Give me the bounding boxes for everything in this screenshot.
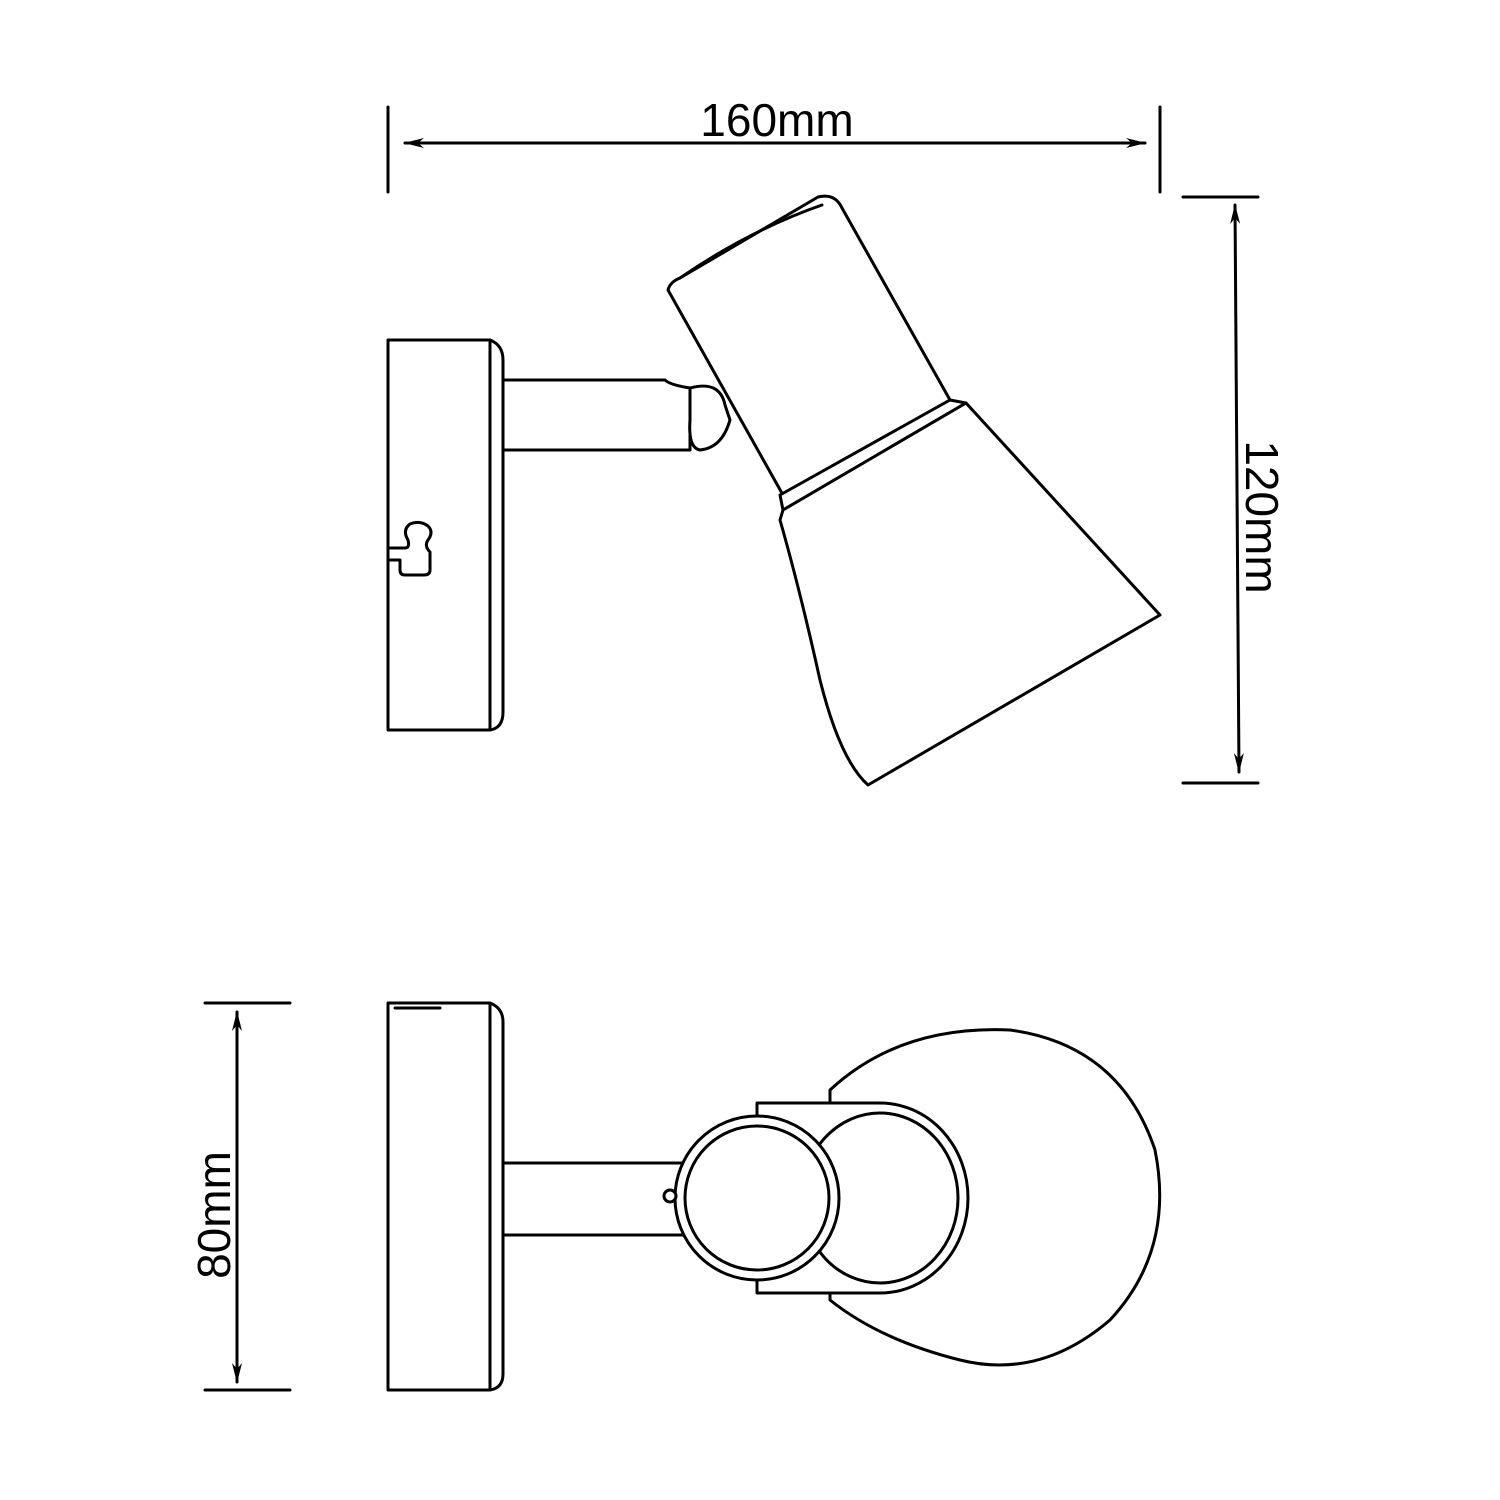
height-dimension: 120mm	[1181, 195, 1288, 785]
width-label: 160mm	[700, 94, 853, 146]
height-label: 120mm	[1236, 440, 1288, 593]
joint	[688, 384, 732, 452]
wall-plate-top	[386, 1001, 505, 1392]
lamp-cylinder	[666, 194, 952, 497]
top-view	[386, 1001, 1162, 1392]
depth-dimension: 80mm	[188, 1001, 292, 1392]
wall-plate	[386, 338, 505, 732]
width-dimension: 160mm	[386, 94, 1162, 194]
depth-label: 80mm	[188, 1151, 240, 1279]
arm-top	[501, 1161, 685, 1237]
lamp-shade	[778, 401, 1162, 787]
arm	[501, 378, 692, 452]
side-view	[386, 194, 1162, 787]
height-arrow	[1230, 203, 1244, 774]
hook-icon	[386, 520, 433, 577]
lamp-cylinder-end	[673, 1114, 841, 1282]
